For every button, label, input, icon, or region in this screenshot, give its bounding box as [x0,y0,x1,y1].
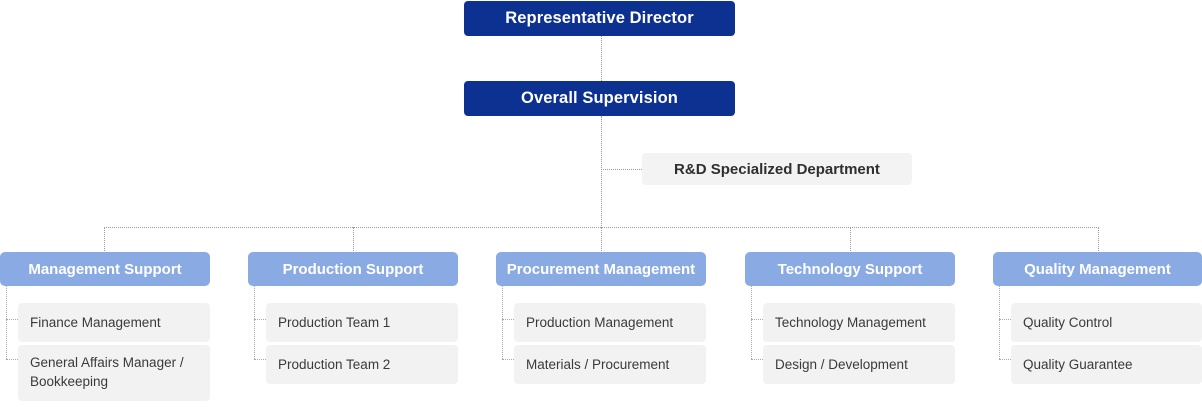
list-item[interactable]: Production Management [514,303,706,342]
list-item-label: Technology Management [775,315,926,330]
list-item-label: Production Team 1 [278,315,391,330]
department-production-support: Production Support Production Team 1 Pro… [248,252,458,387]
department-technology-support: Technology Support Technology Management… [745,252,955,387]
department-header-label: Technology Support [777,260,923,278]
list-item[interactable]: General Affairs Manager / Bookkeeping [18,345,210,401]
list-item-label: Quality Guarantee [1023,357,1133,372]
department-header-label: Quality Management [1024,260,1171,278]
department-header-production-support[interactable]: Production Support [248,252,458,286]
department-header-label: Procurement Management [506,260,696,278]
list-item[interactable]: Quality Guarantee [1011,345,1202,384]
connector-director-to-supervision [601,36,602,81]
list-item[interactable]: Finance Management [18,303,210,342]
connector-department-bus [104,227,1099,228]
department-header-label: Management Support [28,260,182,278]
node-rnd-specialized-department[interactable]: R&D Specialized Department [642,153,912,185]
list-item[interactable]: Technology Management [763,303,955,342]
connector-item-rail [254,286,255,359]
list-item-label: General Affairs Manager / Bookkeeping [30,355,184,389]
connector-item-rail [999,286,1000,359]
department-header-procurement-management[interactable]: Procurement Management [496,252,706,286]
node-overall-supervision-label: Overall Supervision [521,89,678,107]
connector-drop-management-support [104,227,105,253]
list-item[interactable]: Design / Development [763,345,955,384]
list-item-label: Finance Management [30,315,161,330]
list-item[interactable]: Production Team 1 [266,303,458,342]
department-header-technology-support[interactable]: Technology Support [745,252,955,286]
connector-item-stub [502,319,514,320]
node-overall-supervision[interactable]: Overall Supervision [464,81,735,116]
connector-item-rail [6,286,7,359]
connector-item-stub [254,359,266,360]
connector-drop-technology-support [850,227,851,253]
department-quality-management: Quality Management Quality Control Quali… [993,252,1202,387]
list-item[interactable]: Production Team 2 [266,345,458,384]
list-item-label: Materials / Procurement [526,357,670,372]
list-item[interactable]: Quality Control [1011,303,1202,342]
department-items-production-support: Production Team 1 Production Team 2 [254,286,458,384]
connector-drop-procurement-management [601,227,602,253]
node-rnd-specialized-department-label: R&D Specialized Department [674,160,880,178]
connector-item-stub [999,359,1011,360]
connector-item-stub [254,319,266,320]
connector-main-spine [601,116,602,228]
node-representative-director-label: Representative Director [505,9,694,27]
list-item-label: Production Team 2 [278,357,391,372]
department-procurement-management: Procurement Management Production Manage… [496,252,706,387]
node-representative-director[interactable]: Representative Director [464,1,735,36]
department-header-label: Production Support [282,260,424,278]
list-item-label: Production Management [526,315,674,330]
connector-item-stub [6,359,18,360]
connector-item-stub [6,319,18,320]
connector-item-rail [502,286,503,359]
department-header-management-support[interactable]: Management Support [0,252,210,286]
connector-drop-quality-management [1098,227,1099,253]
connector-item-stub [999,319,1011,320]
connector-spine-to-rnd [601,169,642,170]
department-items-technology-support: Technology Management Design / Developme… [751,286,955,384]
connector-item-stub [502,359,514,360]
department-header-quality-management[interactable]: Quality Management [993,252,1202,286]
department-management-support: Management Support Finance Management Ge… [0,252,210,404]
connector-item-rail [751,286,752,359]
connector-drop-production-support [353,227,354,253]
department-items-quality-management: Quality Control Quality Guarantee [999,286,1202,384]
list-item-label: Quality Control [1023,315,1113,330]
connector-item-stub [751,319,763,320]
department-items-procurement-management: Production Management Materials / Procur… [502,286,706,384]
connector-item-stub [751,359,763,360]
list-item-label: Design / Development [775,357,908,372]
department-items-management-support: Finance Management General Affairs Manag… [6,286,210,401]
list-item[interactable]: Materials / Procurement [514,345,706,384]
